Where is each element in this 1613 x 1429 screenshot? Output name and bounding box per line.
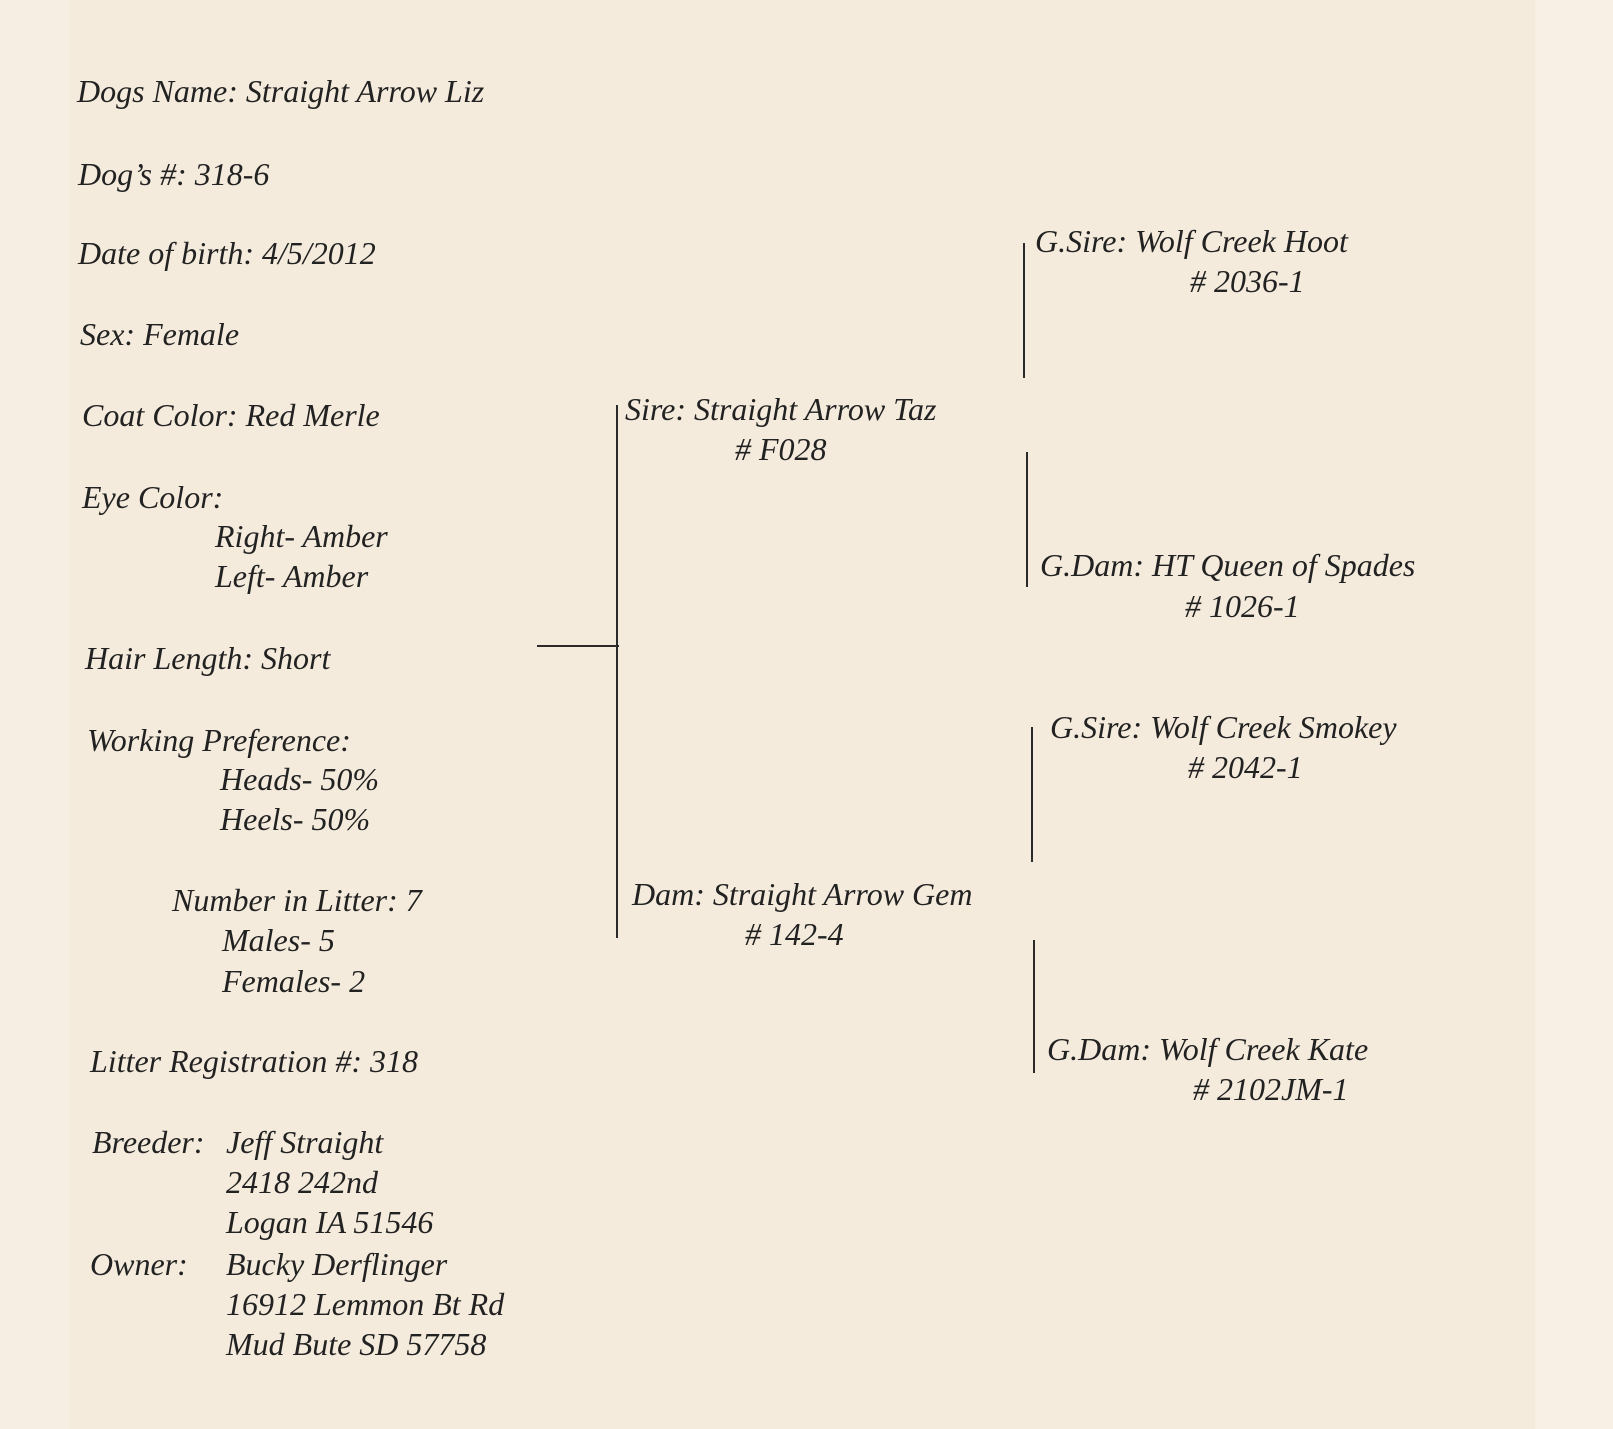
owner-label: Owner: [90, 1246, 188, 1282]
owner-city: Mud Bute SD 57758 [226, 1326, 487, 1362]
breeder-name: Jeff Straight [226, 1124, 384, 1160]
breeder-city: Logan IA 51546 [226, 1204, 434, 1240]
sex: Sex: Female [80, 316, 240, 352]
litter-number: Number in Litter: 7 [172, 882, 422, 918]
pedigree-connector [537, 645, 619, 647]
dam-gsire-number: # 2042-1 [1188, 749, 1303, 785]
litter-registration: Litter Registration #: 318 [90, 1043, 418, 1079]
owner-name: Bucky Derflinger [226, 1246, 448, 1282]
sire-number: # F028 [735, 431, 827, 467]
dog-number: Dog’s #: 318-6 [78, 156, 270, 192]
eye-left: Left- Amber [215, 558, 369, 594]
breeder-label: Breeder: [92, 1124, 205, 1160]
dam-name: Dam: Straight Arrow Gem [632, 876, 973, 912]
scan-margin-right [1535, 0, 1613, 1429]
dam-number: # 142-4 [745, 916, 844, 952]
dam-gsire-name: G.Sire: Wolf Creek Smokey [1050, 709, 1397, 745]
eye-color-label: Eye Color: [82, 479, 224, 515]
dam-gdam-number: # 2102JM-1 [1193, 1071, 1349, 1107]
breeder-address: 2418 242nd [226, 1164, 378, 1200]
heels: Heels- 50% [220, 801, 371, 837]
coat-color: Coat Color: Red Merle [82, 397, 380, 433]
males: Males- 5 [222, 922, 335, 958]
sire-gdam-name: G.Dam: HT Queen of Spades [1040, 547, 1416, 583]
sire-gsire-line [1023, 243, 1025, 378]
sire-gsire-number: # 2036-1 [1190, 263, 1305, 299]
females: Females- 2 [222, 963, 366, 999]
hair-length: Hair Length: Short [85, 640, 331, 676]
dog-name: Dogs Name: Straight Arrow Liz [77, 73, 485, 109]
sire-gsire-name: G.Sire: Wolf Creek Hoot [1035, 223, 1348, 259]
dam-gdam-line [1033, 940, 1035, 1073]
owner-address: 16912 Lemmon Bt Rd [226, 1286, 505, 1322]
date-of-birth: Date of birth: 4/5/2012 [78, 235, 376, 271]
eye-right: Right- Amber [215, 518, 388, 554]
sire-name: Sire: Straight Arrow Taz [625, 391, 937, 427]
scan-margin-left [0, 0, 70, 1429]
dam-gdam-name: G.Dam: Wolf Creek Kate [1047, 1031, 1369, 1067]
heads: Heads- 50% [220, 761, 380, 797]
sire-gdam-line [1026, 452, 1028, 587]
parents-bracket [616, 405, 618, 938]
dam-gsire-line [1031, 727, 1033, 862]
working-preference-label: Working Preference: [87, 722, 351, 758]
sire-gdam-number: # 1026-1 [1185, 588, 1300, 624]
